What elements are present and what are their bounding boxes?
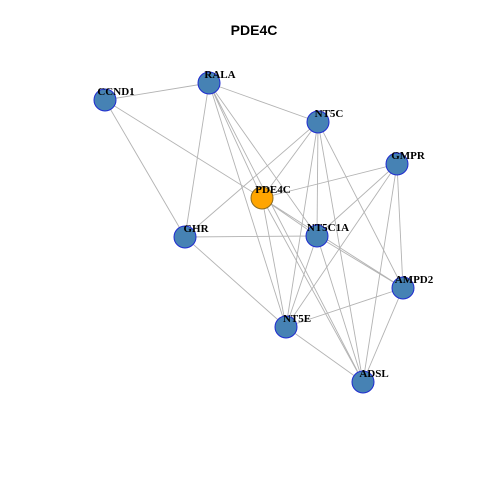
edge-gmpr-nt5c1a <box>316 163 398 237</box>
node-label-ccnd1: CCND1 <box>97 86 134 98</box>
edge-layer <box>104 82 404 383</box>
edge-rala-nt5c1a <box>208 82 318 237</box>
edge-ghr-nt5e <box>184 236 287 328</box>
edge-pde4c-adsl <box>261 197 364 383</box>
edge-ccnd1-ghr <box>104 99 186 238</box>
edge-ccnd1-rala <box>104 82 210 101</box>
edge-rala-adsl <box>208 82 364 383</box>
node-label-nt5e: NT5E <box>283 313 311 325</box>
edge-ccnd1-pde4c <box>104 99 263 199</box>
node-rala <box>197 71 221 95</box>
edge-rala-ghr <box>184 82 210 238</box>
edge-pde4c-ampd2 <box>261 197 404 289</box>
edge-nt5e-adsl <box>285 326 364 383</box>
node-ampd2 <box>391 276 415 300</box>
graph-title: PDE4C <box>231 22 278 38</box>
edge-rala-nt5c <box>208 82 319 123</box>
edge-ghr-nt5c1a <box>184 235 318 238</box>
edge-rala-pde4c <box>208 82 263 199</box>
node-ghr <box>173 225 197 249</box>
node-label-gmpr: GMPR <box>391 150 426 162</box>
edge-pde4c-nt5e <box>261 197 287 328</box>
node-label-ghr: GHR <box>183 223 209 235</box>
edge-nt5c-nt5c1a <box>316 121 319 237</box>
node-nt5c1a <box>305 224 329 248</box>
edge-nt5c-nt5e <box>285 121 319 328</box>
node-label-nt5c: NT5C <box>315 108 344 120</box>
node-label-ampd2: AMPD2 <box>395 274 434 286</box>
edge-gmpr-pde4c <box>261 163 398 199</box>
edge-nt5c1a-ampd2 <box>316 235 404 289</box>
node-label-pde4c: PDE4C <box>255 184 291 196</box>
edge-rala-nt5e <box>208 82 287 328</box>
node-pde4c <box>250 186 274 210</box>
node-label-adsl: ADSL <box>359 368 388 380</box>
edge-nt5c1a-nt5e <box>285 235 318 328</box>
node-gmpr <box>385 152 409 176</box>
edge-nt5c-pde4c <box>261 121 319 199</box>
node-adsl <box>351 370 375 394</box>
label-layer: PDE4C CCND1 RALA NT5C GMPR GHR NT5C1A AMPD2NT5E… <box>97 69 433 380</box>
edge-nt5c-ampd2 <box>317 121 404 289</box>
node-label-rala: RALA <box>204 69 235 81</box>
node-layer <box>93 71 415 394</box>
edge-ampd2-nt5e <box>285 287 404 328</box>
node-nt5c <box>306 110 330 134</box>
edge-gmpr-ampd2 <box>396 163 404 289</box>
edge-nt5c-ghr <box>184 121 319 238</box>
node-ccnd1 <box>93 88 117 112</box>
edge-nt5c-adsl <box>317 121 364 383</box>
edge-ampd2-adsl <box>362 287 404 383</box>
edge-gmpr-nt5e <box>285 163 398 328</box>
node-label-nt5c1a: NT5C1A <box>307 222 349 234</box>
node-nt5e <box>274 315 298 339</box>
